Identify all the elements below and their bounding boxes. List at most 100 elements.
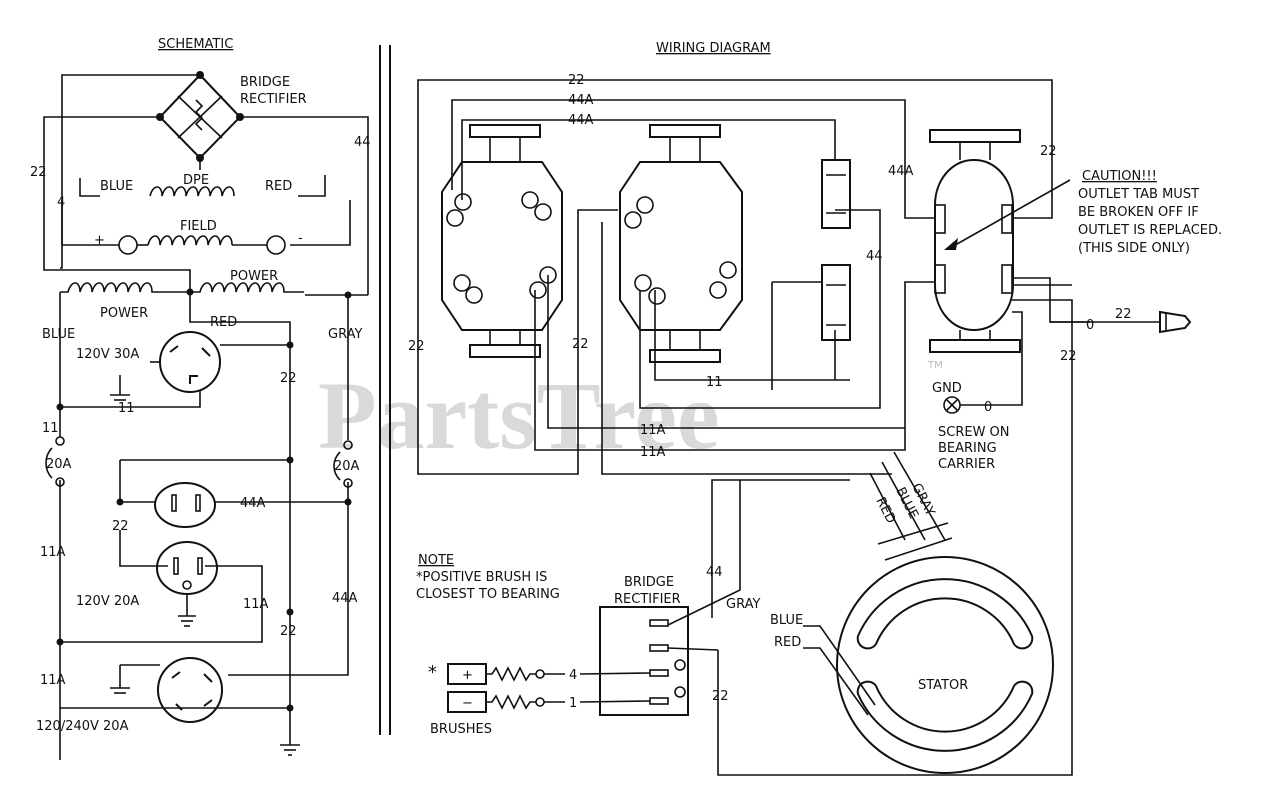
- wiring-label-22-center: 22: [572, 337, 589, 352]
- schematic-bridge-label-line1: BRIDGE: [240, 75, 290, 90]
- schematic-field-minus: -: [298, 231, 303, 246]
- schematic-junction-dots: [56, 288, 352, 712]
- schematic-gray-label: GRAY: [328, 327, 362, 342]
- caution-line-3: OUTLET IS REPLACED.: [1078, 223, 1222, 238]
- screw-label-line-3: CARRIER: [938, 457, 995, 472]
- wiring-label-22-right: 22: [1040, 144, 1057, 159]
- wiring-label-11: 11: [706, 375, 723, 390]
- wiring-lead-red: RED: [872, 495, 898, 526]
- wiring-label-11a-upper: 11A: [640, 423, 666, 438]
- wiring-label-44-bridge: 44: [706, 565, 723, 580]
- wiring-label-22-left: 22: [408, 339, 425, 354]
- wiring-outlet-30a: [441, 124, 563, 358]
- schematic-field-plus: +: [94, 233, 105, 248]
- schematic-outlet-30a-label: 120V 30A: [76, 347, 139, 362]
- schematic-blue-label: BLUE: [42, 327, 75, 342]
- wiring-gnd-label: GND: [932, 381, 962, 396]
- brushes-label: BRUSHES: [430, 722, 492, 737]
- schematic-outlet-20a-label: 120V 20A: [76, 594, 139, 609]
- wiring-label-44a-right: 44A: [888, 164, 914, 179]
- schematic-wire-11a-bottom: 11A: [40, 673, 66, 688]
- schematic-wire-44a: 44A: [240, 496, 266, 511]
- schematic-power-label-right: POWER: [230, 269, 278, 284]
- wiring-fuse-holders: [821, 159, 851, 341]
- screw-label-line-1: SCREW ON: [938, 425, 1010, 440]
- caution-line-1: OUTLET TAB MUST: [1078, 187, 1199, 202]
- schematic-dpe-coil: [149, 186, 235, 197]
- watermark: PartsTree: [318, 362, 720, 469]
- note-line-2: CLOSEST TO BEARING: [416, 587, 560, 602]
- stator-lead-red: RED: [774, 635, 801, 650]
- schematic-bridge-rectifier-symbol: [156, 71, 244, 162]
- schematic-wire-22-mid: 22: [280, 371, 297, 386]
- schematic-dpe-blue: BLUE: [100, 179, 133, 194]
- wiring-bridge-rectifier-module: [599, 606, 719, 716]
- schematic-dpe-red: RED: [265, 179, 292, 194]
- schematic-duplex-outlet: [154, 482, 218, 627]
- wiring-bridge-label-line2: RECTIFIER: [614, 592, 681, 607]
- schematic-fuse-left: [45, 436, 65, 487]
- wiring-label-gray-bridge: GRAY: [726, 597, 760, 612]
- schematic-bridge-label-line2: RECTIFIER: [240, 92, 307, 107]
- schematic-field-coil: [100, 235, 286, 255]
- schematic-outlet-30a: [110, 331, 290, 401]
- brush-asterisk: *: [428, 662, 437, 683]
- wiring-label-11a-lower: 11A: [640, 445, 666, 460]
- screw-label-line-2: BEARING: [938, 441, 997, 456]
- schematic-wire-22: 22: [30, 165, 47, 180]
- stator-label: STATOR: [918, 678, 968, 693]
- schematic-power-coil-left: [60, 282, 194, 293]
- caution-line-4: (THIS SIDE ONLY): [1078, 241, 1190, 256]
- wiring-label-22-plug: 22: [1060, 349, 1077, 364]
- wiring-label-44: 44: [866, 249, 883, 264]
- schematic-power-coil-right: [190, 282, 304, 293]
- brush-wire-1: 1: [569, 696, 577, 711]
- brush-plus-sign: +: [462, 668, 473, 683]
- schematic-wires: [43, 74, 369, 760]
- wiring-ground-plug: [1159, 310, 1192, 334]
- schematic-red-label: RED: [210, 315, 237, 330]
- schematic-wire-22-lower: 22: [280, 624, 297, 639]
- schematic-wire-22-duplex: 22: [112, 519, 129, 534]
- schematic-outlet-240v-label: 120/240V 20A: [36, 719, 129, 734]
- schematic-fuse-right-label: 20A: [334, 459, 360, 474]
- wiring-title: WIRING DIAGRAM: [656, 41, 771, 56]
- caution-title: CAUTION!!!: [1082, 169, 1157, 184]
- caution-line-2: BE BROKEN OFF IF: [1078, 205, 1199, 220]
- wiring-stator: [803, 522, 1054, 774]
- schematic-wire-11-b: 11: [42, 421, 59, 436]
- schematic-wire-11: 11: [118, 401, 135, 416]
- wiring-wires: [417, 79, 1160, 776]
- wiring-gnd-screw: [943, 396, 961, 414]
- schematic-wire-44a-lower: 44A: [332, 591, 358, 606]
- wiring-bridge-label-line1: BRIDGE: [624, 575, 674, 590]
- wiring-outlet-20a: [619, 124, 743, 363]
- wiring-label-44a-second: 44A: [568, 113, 594, 128]
- wiring-label-44a-top: 44A: [568, 93, 594, 108]
- wiring-label-0-plug: 0: [1086, 318, 1094, 333]
- watermark-trademark: TM: [927, 360, 943, 371]
- schematic-field-label: FIELD: [180, 219, 217, 234]
- stator-lead-blue: BLUE: [770, 613, 803, 628]
- note-title: NOTE: [418, 553, 454, 568]
- schematic-wire-11a-left: 11A: [40, 545, 66, 560]
- wiring-label-22-plug-top: 22: [1115, 307, 1132, 322]
- schematic-title: SCHEMATIC: [158, 37, 233, 52]
- wiring-label-22-top: 22: [568, 73, 585, 88]
- schematic-dpe-label: DPE: [183, 173, 209, 188]
- brush-minus-sign: −: [462, 696, 473, 711]
- schematic-fuse-left-label: 20A: [46, 457, 72, 472]
- schematic-outlet-240v: [110, 657, 223, 723]
- note-line-1: *POSITIVE BRUSH IS: [416, 570, 547, 585]
- schematic-wire-4: 4: [57, 195, 65, 210]
- schematic-wire-44: 44: [354, 135, 371, 150]
- schematic-fuse-right: [333, 440, 353, 488]
- schematic-wire-11a-right: 11A: [243, 597, 269, 612]
- schematic-power-label-left: POWER: [100, 306, 148, 321]
- brush-wire-4: 4: [569, 668, 577, 683]
- wiring-outlet-right: [929, 129, 1071, 353]
- wiring-label-0-gnd: 0: [984, 400, 992, 415]
- wiring-label-22-bridge: 22: [712, 689, 729, 704]
- wiring-brushes: [447, 663, 651, 713]
